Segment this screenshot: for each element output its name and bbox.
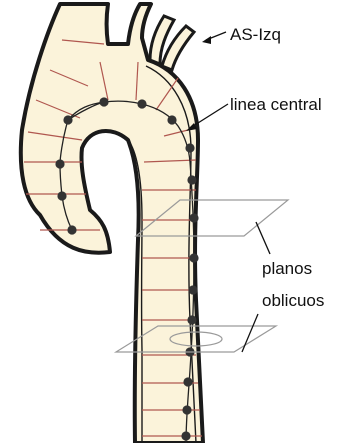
planes-pointer-lower xyxy=(242,314,258,352)
vessel-wall xyxy=(21,4,203,443)
centerline-node xyxy=(183,377,192,386)
label-planes-line1: planos xyxy=(262,259,312,278)
branch-vessels xyxy=(150,16,194,70)
branch-pointer-arrowhead xyxy=(202,36,211,44)
centerline-node xyxy=(189,213,198,222)
centerline-node xyxy=(99,97,108,106)
centerline-node xyxy=(189,253,198,262)
centerline-node xyxy=(187,315,196,324)
planes-pointer-upper xyxy=(256,222,270,254)
centerline-node xyxy=(181,431,190,440)
centerline-node xyxy=(57,191,66,200)
centerline-node xyxy=(167,115,176,124)
centerline-node xyxy=(67,225,76,234)
centerline-node xyxy=(63,115,72,124)
label-planes-line2: oblicuos xyxy=(262,291,324,310)
labels: AS-Izq linea central planos oblicuos xyxy=(230,25,324,310)
centerline-node xyxy=(188,285,197,294)
aorta-vessel xyxy=(21,4,203,443)
centerline-node xyxy=(185,143,194,152)
centerline-node xyxy=(182,405,191,414)
centerline-node xyxy=(137,99,146,108)
label-branch: AS-Izq xyxy=(230,25,281,44)
label-centerline: linea central xyxy=(230,95,322,114)
label-pointers xyxy=(186,32,270,352)
centerline-node xyxy=(55,159,64,168)
centerline-node xyxy=(187,175,196,184)
